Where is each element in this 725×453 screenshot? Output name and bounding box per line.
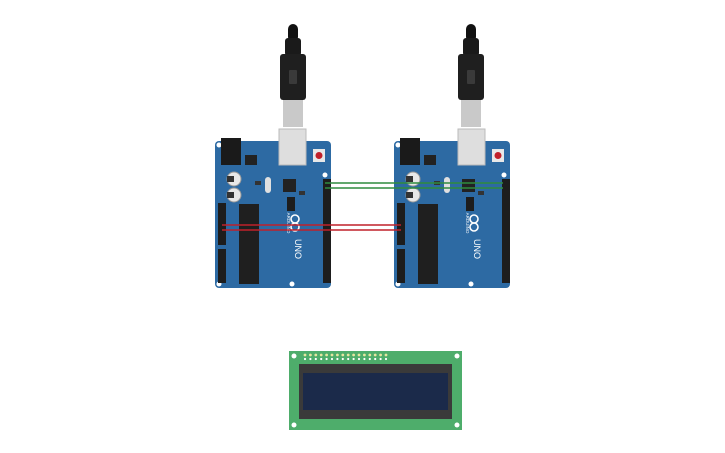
arduino-logo-icon [469, 214, 479, 232]
capacitor-band [406, 176, 413, 182]
lcd-pin[interactable] [303, 353, 307, 357]
usb-cable-left-strain [288, 24, 298, 42]
usb-plug-left-icon [289, 70, 297, 84]
lcd-mount-hole [454, 422, 460, 428]
usb-cable-right-strain [466, 24, 476, 42]
lcd-pin[interactable] [379, 353, 382, 357]
lcd-pin-pad [363, 357, 366, 361]
lcd-module[interactable] [289, 351, 462, 430]
arduino-board-left[interactable]: ARDUINO UNO [215, 128, 331, 288]
capacitor-band [406, 192, 413, 198]
brand-label: ARDUINO [286, 213, 291, 234]
capacitor-band [227, 192, 234, 198]
analog-header [218, 249, 226, 283]
lcd-pin-pad [325, 357, 328, 361]
lcd-pin[interactable] [384, 353, 388, 357]
arduino-board-right[interactable]: ARDUINO UNO [394, 128, 510, 288]
lcd-pin-header [303, 353, 388, 361]
arduino-logo-icon [290, 214, 300, 232]
lcd-pin-pad [341, 357, 344, 361]
lcd-pin[interactable] [341, 353, 345, 357]
voltage-regulator [245, 155, 257, 165]
lcd-pin[interactable] [330, 353, 334, 357]
lcd-pin-pad [379, 357, 382, 361]
lcd-pin[interactable] [336, 353, 339, 357]
lcd-mount-hole [291, 353, 297, 359]
brand-label: ARDUINO [465, 213, 470, 234]
usb-socket [457, 128, 486, 166]
digital-header [323, 179, 331, 283]
lcd-pin-pad [368, 357, 371, 361]
lcd-screen [303, 373, 448, 410]
smd-component [478, 191, 484, 195]
usb-chip [462, 179, 475, 192]
lcd-pin[interactable] [352, 353, 355, 357]
lcd-pin-pad [374, 357, 377, 361]
analog-header [397, 249, 405, 283]
digital-header [502, 179, 510, 283]
lcd-mount-hole [454, 353, 460, 359]
lcd-pin-pad [314, 357, 317, 361]
usb-plug-right-icon [467, 70, 475, 84]
lcd-pin-pad [309, 357, 312, 361]
mount-hole [216, 142, 222, 148]
lcd-pin-pad [384, 357, 388, 361]
voltage-regulator [424, 155, 436, 165]
smd-component [299, 191, 305, 195]
usb-socket [278, 128, 307, 166]
usb-cable-right[interactable] [458, 24, 484, 127]
lcd-pin-pad [330, 357, 334, 361]
mount-hole [322, 172, 328, 178]
model-label: UNO [293, 239, 303, 259]
lcd-pin[interactable] [319, 353, 323, 357]
lcd-pin[interactable] [368, 353, 372, 357]
lcd-pin[interactable] [314, 353, 318, 357]
lcd-mount-hole [291, 422, 297, 428]
usb-cable-right-neck [463, 38, 479, 56]
mount-hole [289, 281, 295, 287]
model-label: UNO [472, 239, 482, 259]
lcd-pin[interactable] [373, 353, 377, 357]
wires [222, 182, 503, 231]
reset-button-cap [494, 152, 502, 159]
lcd-pin[interactable] [325, 353, 328, 357]
atmega-chip [418, 204, 438, 284]
lcd-pin-pad [320, 357, 323, 361]
lcd-pin-pad [357, 357, 361, 361]
lcd-pin-pad [347, 357, 350, 361]
power-jack [400, 138, 420, 165]
crystal [265, 177, 271, 193]
usb-plug-right-metal [461, 100, 481, 127]
lcd-pin-pad [352, 357, 355, 361]
lcd-pin[interactable] [363, 353, 366, 357]
usb-cable-left[interactable] [280, 24, 306, 127]
lcd-pin-pad [336, 357, 339, 361]
power-header [218, 203, 226, 245]
capacitor-band [227, 176, 234, 182]
mount-hole [468, 281, 474, 287]
usb-chip [283, 179, 296, 192]
mount-hole [501, 172, 507, 178]
reset-button-cap [315, 152, 323, 159]
power-jack [221, 138, 241, 165]
icsp-header [466, 197, 474, 211]
lcd-pin[interactable] [357, 353, 361, 357]
lcd-pin[interactable] [346, 353, 350, 357]
smd-component [255, 181, 261, 185]
usb-cable-left-neck [285, 38, 301, 56]
atmega-chip [239, 204, 259, 284]
icsp-header [287, 197, 295, 211]
lcd-pin-pad [303, 357, 307, 361]
mount-hole [395, 142, 401, 148]
lcd-pin[interactable] [309, 353, 312, 357]
crystal [444, 177, 450, 193]
power-header [397, 203, 405, 245]
usb-plug-left-metal [283, 100, 303, 127]
